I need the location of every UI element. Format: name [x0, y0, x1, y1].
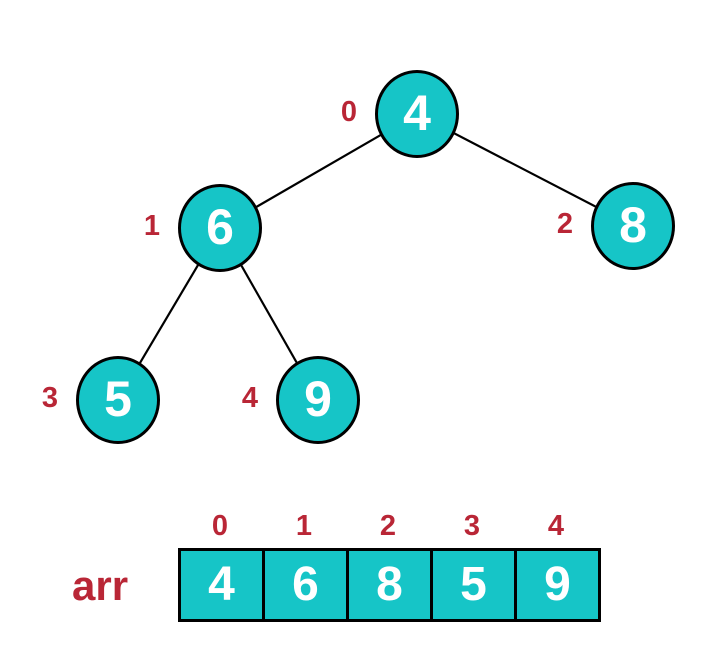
node-circle: 6 — [178, 184, 262, 272]
node-circle: 4 — [375, 70, 459, 158]
array-index: 1 — [295, 510, 313, 542]
array-cell: 8 — [346, 548, 433, 622]
node-index-label: 3 — [41, 382, 58, 415]
tree-node-3: 3 5 — [42, 356, 160, 444]
node-value: 6 — [206, 199, 234, 255]
tree-node-1: 1 6 — [144, 184, 262, 272]
tree-node-0: 0 4 — [341, 70, 459, 158]
array-index: 3 — [463, 510, 481, 542]
array-index: 2 — [379, 510, 397, 542]
array-index: 0 — [211, 510, 229, 542]
array-cell: 4 — [178, 548, 265, 622]
array-index: 4 — [547, 510, 565, 542]
node-circle: 9 — [276, 356, 360, 444]
node-index-label: 0 — [340, 96, 357, 129]
array-cell: 9 — [514, 548, 601, 622]
array-cell: 6 — [262, 548, 349, 622]
array-cell: 5 — [430, 548, 517, 622]
tree-node-2: 2 8 — [557, 182, 675, 270]
node-index-label: 4 — [241, 382, 258, 415]
node-index-label: 1 — [143, 210, 160, 243]
array-index-row: 0 1 2 3 4 — [178, 510, 598, 542]
tree-node-4: 4 9 — [242, 356, 360, 444]
node-value: 4 — [403, 85, 431, 141]
node-circle: 5 — [76, 356, 160, 444]
node-index-label: 2 — [556, 208, 573, 241]
node-value: 8 — [619, 197, 647, 253]
array-name-label: arr — [72, 562, 129, 609]
node-value: 5 — [104, 371, 132, 427]
node-circle: 8 — [591, 182, 675, 270]
node-value: 9 — [304, 371, 332, 427]
array-row: 4 6 8 5 9 — [178, 548, 601, 622]
